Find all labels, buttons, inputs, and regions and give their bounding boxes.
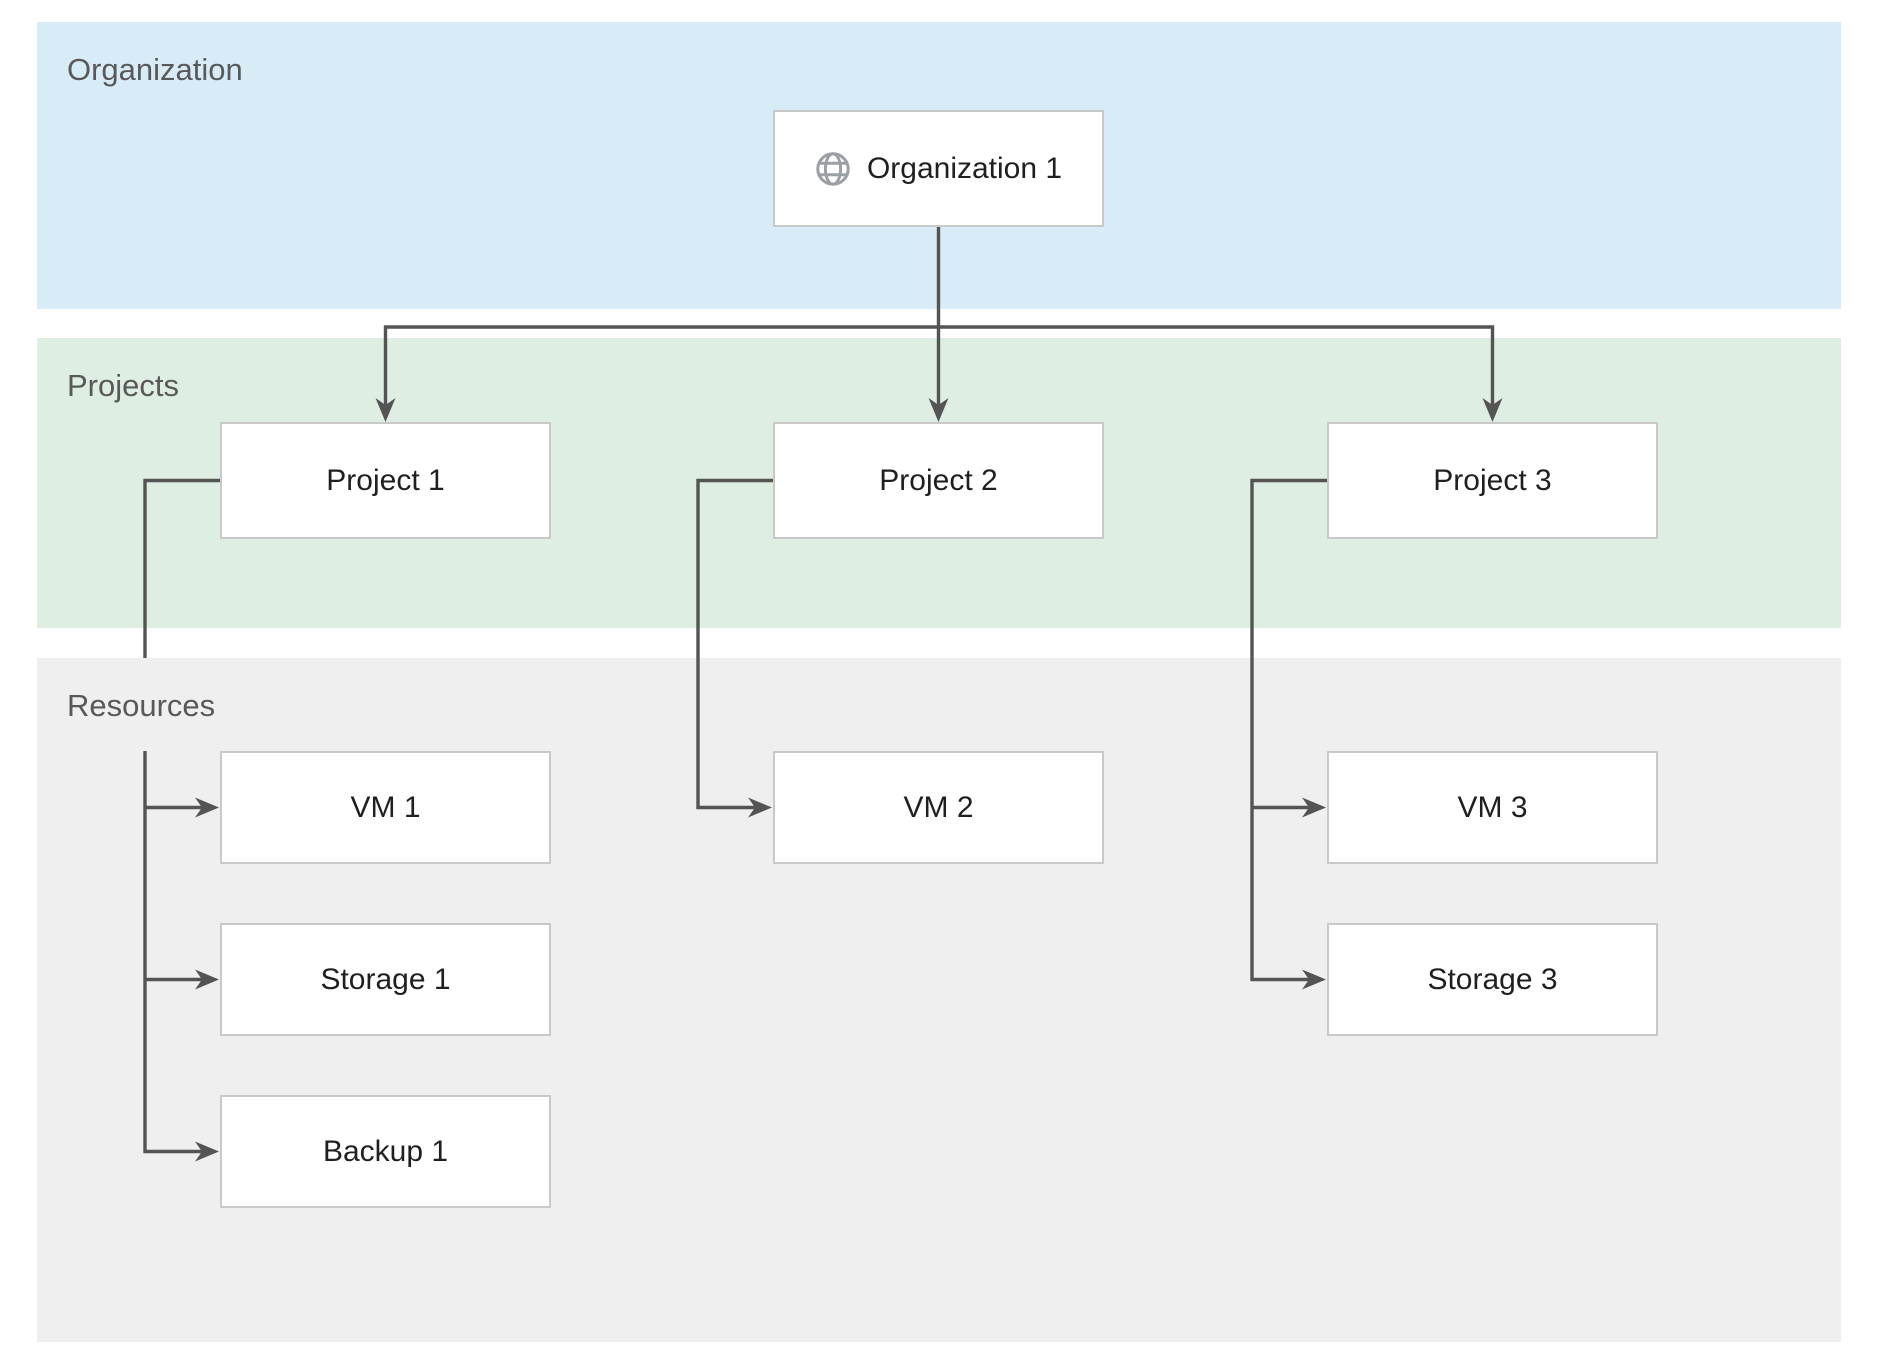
- node-vm-1-label: VM 1: [350, 790, 421, 824]
- edge-project3-resources-spine: [1250, 478, 1327, 982]
- arrowhead-project2: [928, 398, 949, 422]
- arrowhead-backup1: [195, 1141, 219, 1162]
- edge-project1-resources-spine: [143, 478, 220, 1154]
- arrowhead-project1: [375, 398, 396, 422]
- arrowhead-storage3: [1302, 969, 1326, 990]
- arrowhead-vm2: [748, 797, 772, 818]
- arrowhead-vm1: [195, 797, 219, 818]
- arrowhead-storage1: [195, 969, 219, 990]
- band-projects-label: Projects: [67, 368, 179, 403]
- node-organization-1-label: Organization 1: [866, 151, 1063, 185]
- node-project-3: Project 3: [1327, 422, 1658, 539]
- node-organization-1: Organization 1: [773, 110, 1104, 227]
- node-project-1: Project 1: [220, 422, 551, 539]
- node-storage-3: Storage 3: [1327, 923, 1658, 1036]
- node-vm-2: VM 2: [773, 751, 1104, 864]
- arrowhead-vm3: [1302, 797, 1326, 818]
- node-storage-1: Storage 1: [220, 923, 551, 1036]
- node-storage-3-label: Storage 3: [1427, 962, 1558, 996]
- node-vm-3-label: VM 3: [1457, 790, 1528, 824]
- node-vm-2-label: VM 2: [903, 790, 974, 824]
- node-vm-1: VM 1: [220, 751, 551, 864]
- globe-icon: [816, 151, 850, 186]
- node-vm-3: VM 3: [1327, 751, 1658, 864]
- node-project-1-label: Project 1: [326, 463, 445, 497]
- node-project-2-label: Project 2: [879, 463, 998, 497]
- node-storage-1-label: Storage 1: [320, 962, 451, 996]
- node-backup-1: Backup 1: [220, 1095, 551, 1208]
- band-resources-label: Resources: [67, 688, 216, 723]
- edge-org1-project1-project3-rail: [383, 325, 1495, 405]
- band-organization-label: Organization: [67, 52, 243, 87]
- node-project-2: Project 2: [773, 422, 1104, 539]
- node-backup-1-label: Backup 1: [322, 1134, 449, 1168]
- node-project-3-label: Project 3: [1433, 463, 1552, 497]
- arrowhead-project3: [1482, 398, 1503, 422]
- edge-project2-vm2: [696, 478, 773, 810]
